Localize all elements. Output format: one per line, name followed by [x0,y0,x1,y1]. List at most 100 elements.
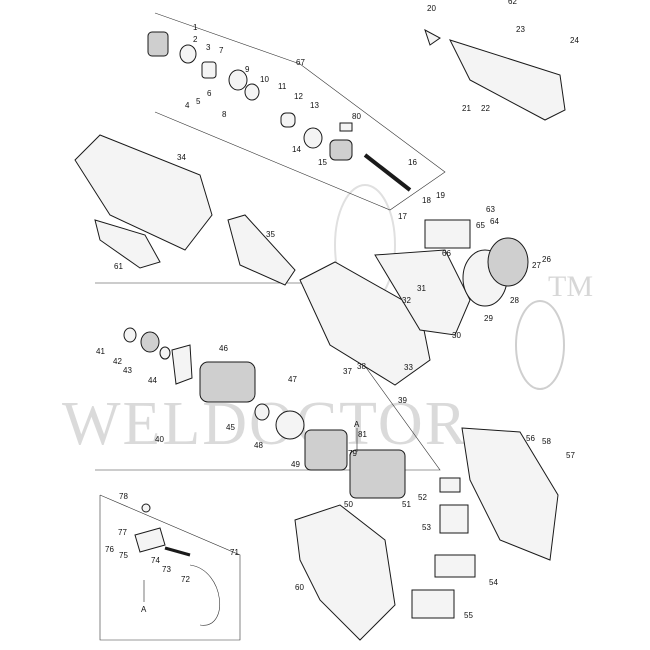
ref-letter-bottom: A [141,605,147,614]
part-number-11: 11 [278,82,287,91]
part-number-39: 39 [398,396,407,405]
part-number-22: 22 [481,104,490,113]
part-number-20: 20 [427,4,436,13]
group-outline-67 [154,12,446,211]
group-outline-39 [95,282,441,471]
part-number-38: 38 [357,362,366,371]
part-number-66: 66 [442,249,451,258]
part-number-31: 31 [417,284,426,293]
part-number-1: 1 [193,23,198,32]
part-number-19: 19 [436,191,445,200]
part-15-shape [329,139,353,161]
part-number-2: 2 [193,35,198,44]
part-number-10: 10 [260,75,269,84]
part-number-6: 6 [207,89,212,98]
part-45-bearing [254,403,270,421]
part-number-65: 65 [476,221,485,230]
part-44-baffle [171,344,193,385]
part-number-56: 56 [526,434,535,443]
part-71-wire [189,564,220,626]
part-40-armature [199,361,256,403]
part-14-shape [303,127,323,149]
part-number-81: 81 [358,430,367,439]
part-number-13: 13 [310,101,319,110]
part-43-washer [159,346,171,360]
watermark-swirl [515,300,565,390]
part-54-label [434,554,476,578]
part-56-housing-half [461,427,559,561]
part-61-cover [94,219,161,269]
part-number-46: 46 [219,344,228,353]
part-number-71: 71 [230,548,239,557]
part-number-33: 33 [404,363,413,372]
part-number-79: 79 [348,449,357,458]
part-number-45: 45 [226,423,235,432]
part-number-51: 51 [402,500,411,509]
part-number-15: 15 [318,158,327,167]
part-number-50: 50 [344,500,353,509]
part-number-27: 27 [532,261,541,270]
part-number-29: 29 [484,314,493,323]
part-number-72: 72 [181,575,190,584]
part-1-shape [147,31,169,57]
part-16-shaft [363,153,412,192]
part-number-60: 60 [295,583,304,592]
part-number-34: 34 [177,153,186,162]
part-number-40: 40 [155,435,164,444]
part-6-shape [201,61,217,79]
part-73-spring [164,546,191,557]
watermark-tm: TM [548,270,593,303]
part-number-16: 16 [408,158,417,167]
part-number-26: 26 [542,255,551,264]
part-number-62: 62 [508,0,517,6]
part-number-7: 7 [219,46,224,55]
part-number-8: 8 [222,110,227,119]
part-20-shape [424,28,441,46]
group-outline-71 [99,494,241,641]
part-3-shape [179,44,197,64]
part-number-43: 43 [123,366,132,375]
part-number-75: 75 [119,551,128,560]
part-number-73: 73 [162,565,171,574]
part-66-plate [424,219,471,249]
part-number-78: 78 [119,492,128,501]
part-10-shape [244,83,260,101]
part-60-housing [294,504,396,641]
part-number-41: 41 [96,347,105,356]
part-number-53: 53 [422,523,431,532]
part-50-controller [349,449,406,499]
part-number-48: 48 [254,441,263,450]
part-number-55: 55 [464,611,473,620]
part-number-12: 12 [294,92,303,101]
part-number-61: 61 [114,262,123,271]
part-number-58: 58 [542,437,551,446]
part-number-49: 49 [291,460,300,469]
part-number-14: 14 [292,145,301,154]
part-number-35: 35 [266,230,275,239]
part-number-37: 37 [343,367,352,376]
part-number-3: 3 [206,43,211,52]
part-number-30: 30 [452,331,461,340]
part-number-18: 18 [422,196,431,205]
part-number-28: 28 [510,296,519,305]
part-78-screw [141,503,151,513]
part-number-80: 80 [352,112,361,121]
part-35-bracket [227,214,296,286]
part-number-24: 24 [570,36,579,45]
part-48-fan [275,410,305,440]
part-49-stator [304,429,348,471]
ref-letter-top: A [354,420,360,429]
part-number-47: 47 [288,375,297,384]
part-28-gear [487,237,529,287]
part-number-17: 17 [398,212,407,221]
part-41-ring [123,327,137,343]
part-13-shape [280,112,296,128]
part-52-shape [439,477,461,493]
part-number-52: 52 [418,493,427,502]
part-number-32: 32 [402,296,411,305]
part-number-57: 57 [566,451,575,460]
part-22-plate [449,39,566,121]
part-number-23: 23 [516,25,525,34]
part-30-gasket [374,249,471,336]
